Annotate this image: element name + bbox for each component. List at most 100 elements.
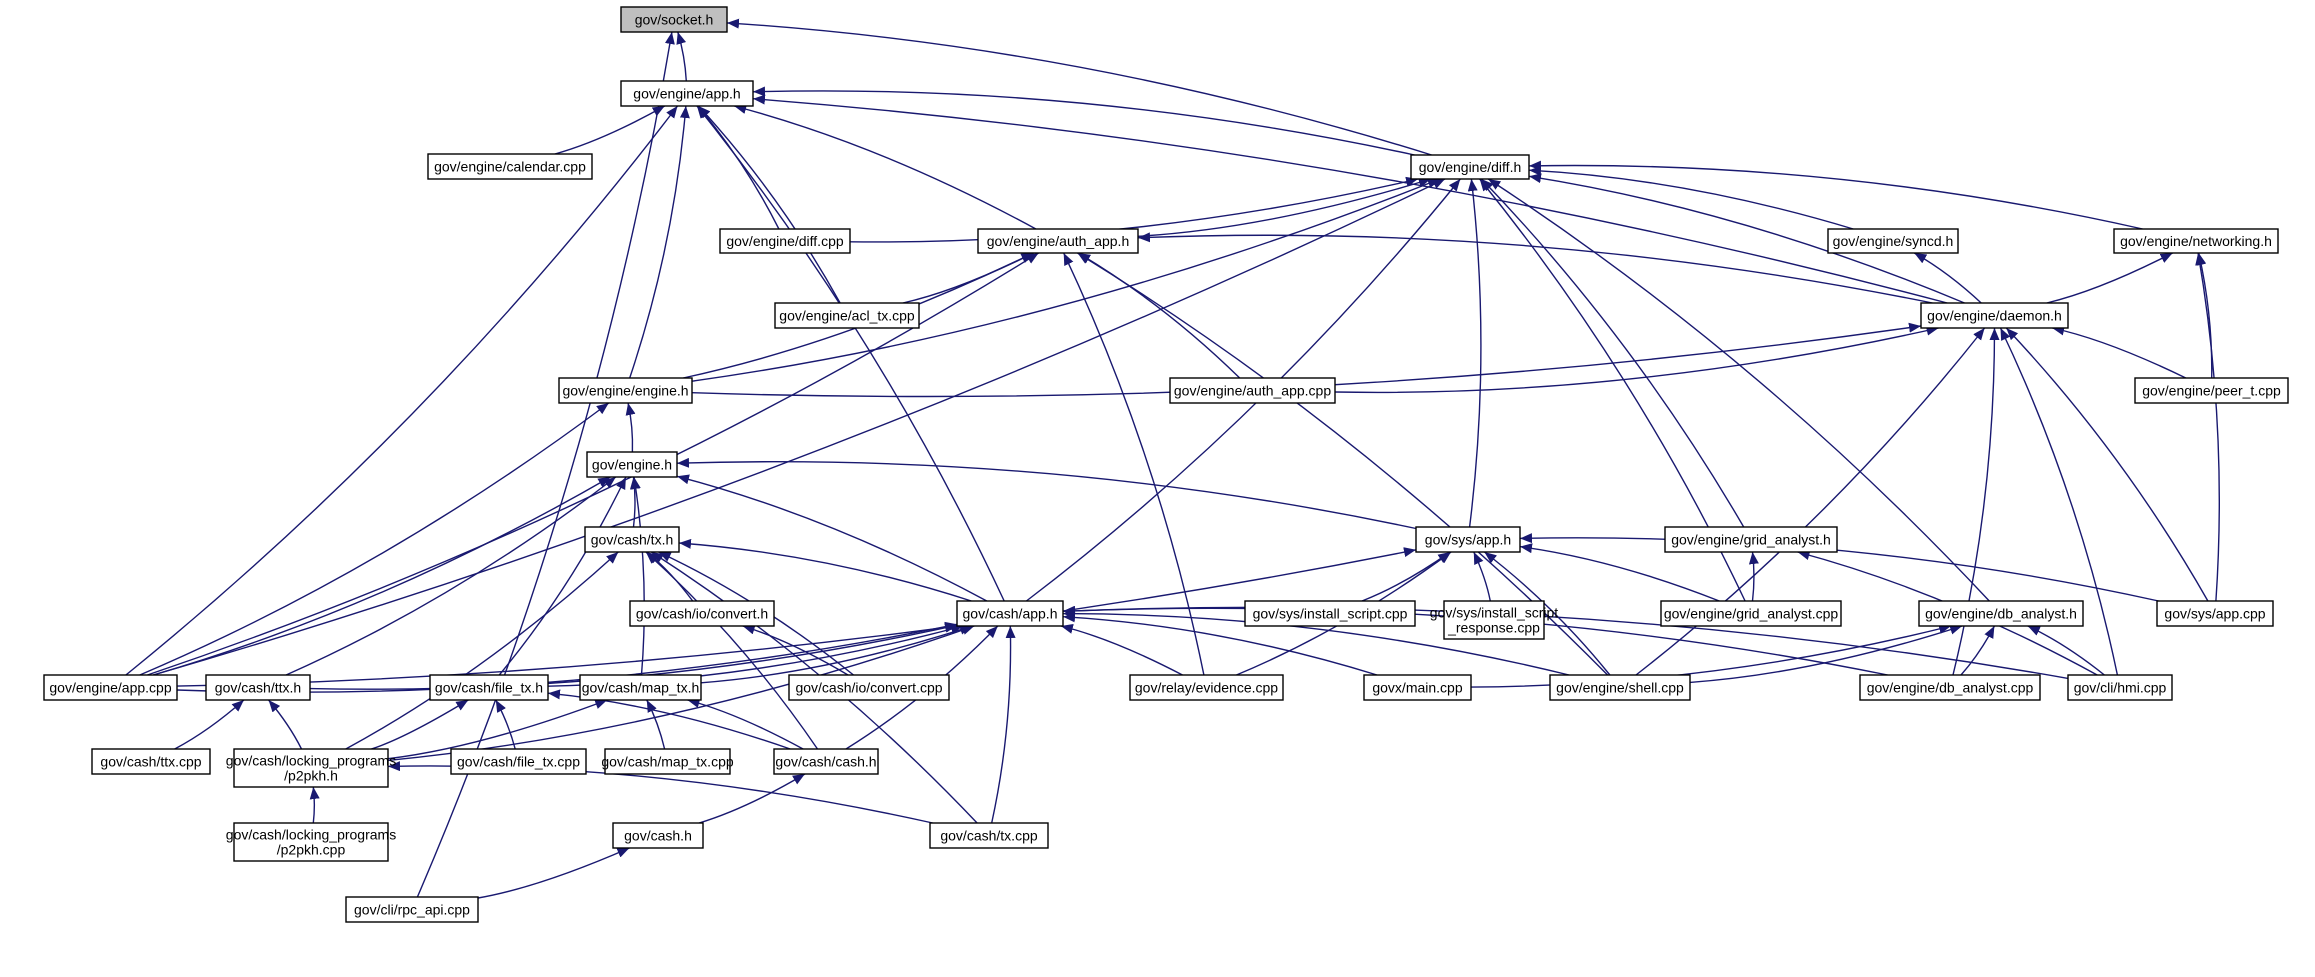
edge-cash_cash_h-to-cash_tx_h bbox=[645, 551, 819, 750]
edge-auth_app_h-to-diff_h bbox=[1137, 177, 1432, 237]
node-app_h[interactable]: gov/engine/app.h bbox=[620, 80, 754, 107]
node-label: gov/engine/app.cpp bbox=[49, 680, 171, 696]
node-engine_engine_h[interactable]: gov/engine/engine.h bbox=[558, 377, 693, 404]
edge-hmi_cpp-to-daemon_h bbox=[1999, 327, 2119, 676]
node-diff_h[interactable]: gov/engine/diff.h bbox=[1410, 154, 1530, 180]
edge-ttx_cpp-to-ttx_h bbox=[174, 699, 245, 750]
node-box bbox=[584, 526, 680, 553]
node-peer_t_cpp[interactable]: gov/engine/peer_t.cpp bbox=[2134, 377, 2289, 404]
node-box bbox=[233, 748, 389, 788]
node-networking_h[interactable]: gov/engine/networking.h bbox=[2113, 228, 2279, 254]
node-sys_app_cpp[interactable]: gov/sys/app.cpp bbox=[2156, 600, 2274, 627]
node-box bbox=[429, 674, 549, 701]
node-daemon_h[interactable]: gov/engine/daemon.h bbox=[1920, 302, 2069, 329]
edge-daemon_h-to-auth_app_h bbox=[1137, 232, 1933, 304]
node-ttx_h[interactable]: gov/cash/ttx.h bbox=[205, 674, 311, 701]
node-grid_analyst_h[interactable]: gov/engine/grid_analyst.h bbox=[1664, 526, 1838, 553]
node-label: gov/engine/grid_analyst.h bbox=[1671, 532, 1831, 548]
node-cash_tx_h[interactable]: gov/cash/tx.h bbox=[584, 526, 680, 553]
node-box bbox=[773, 748, 879, 775]
edge-engine_app_cpp-to-sys_app_h bbox=[176, 547, 1417, 687]
node-hmi_cpp[interactable]: gov/cli/hmi.cpp bbox=[2067, 674, 2173, 701]
edge-govx_main_cpp-to-cash_app_h bbox=[1062, 612, 1378, 676]
edge-diff_h-to-socket_h bbox=[726, 18, 1432, 156]
node-box bbox=[2067, 674, 2173, 701]
node-box bbox=[1920, 302, 2069, 329]
node-cash_h[interactable]: gov/cash.h bbox=[612, 822, 704, 849]
edge-auth_app_h-to-app_h bbox=[734, 104, 1037, 230]
node-syncd_h[interactable]: gov/engine/syncd.h bbox=[1827, 228, 1959, 254]
node-map_tx_cpp[interactable]: gov/cash/map_tx.cpp bbox=[601, 748, 734, 775]
node-box bbox=[43, 674, 178, 701]
node-box bbox=[1415, 526, 1521, 553]
node-map_tx_h[interactable]: gov/cash/map_tx.h bbox=[579, 674, 702, 701]
edge-rpc_api_cpp-to-cash_h bbox=[477, 847, 630, 899]
edge-map_tx_h-to-engine_h bbox=[630, 476, 645, 676]
node-install_script_cpp[interactable]: gov/sys/install_script.cpp bbox=[1244, 600, 1416, 627]
edge-cash_app_h-to-cash_tx_h bbox=[678, 538, 972, 602]
node-label: gov/engine/peer_t.cpp bbox=[2142, 383, 2281, 399]
node-cash_cash_h[interactable]: gov/cash/cash.h bbox=[773, 748, 879, 775]
node-label: gov/cash/io/convert.cpp bbox=[795, 680, 942, 696]
node-db_analyst_h[interactable]: gov/engine/db_analyst.h bbox=[1918, 600, 2084, 627]
node-evidence_cpp[interactable]: gov/relay/evidence.cpp bbox=[1129, 674, 1284, 701]
node-shell_cpp[interactable]: gov/engine/shell.cpp bbox=[1549, 674, 1691, 701]
edge-cash_cash_h-to-file_tx_h bbox=[547, 689, 791, 750]
node-box bbox=[2156, 600, 2274, 627]
node-label: govx/main.cpp bbox=[1372, 680, 1462, 696]
node-box bbox=[1410, 154, 1530, 180]
node-cash_tx_cpp[interactable]: gov/cash/tx.cpp bbox=[929, 822, 1049, 849]
node-auth_app_cpp[interactable]: gov/engine/auth_app.cpp bbox=[1169, 377, 1336, 404]
node-box bbox=[1859, 674, 2041, 701]
node-diff_cpp[interactable]: gov/engine/diff.cpp bbox=[719, 228, 851, 254]
node-socket_h[interactable]: gov/socket.h bbox=[620, 6, 728, 33]
node-box bbox=[612, 822, 704, 849]
node-engine_app_cpp[interactable]: gov/engine/app.cpp bbox=[43, 674, 178, 701]
node-p2pkh_cpp[interactable]: gov/cash/locking_programs/p2pkh.cpp bbox=[226, 822, 396, 862]
node-grid_analyst_cpp[interactable]: gov/engine/grid_analyst.cpp bbox=[1660, 600, 1842, 627]
node-p2pkh_h[interactable]: gov/cash/locking_programs/p2pkh.h bbox=[226, 748, 396, 788]
node-label: gov/cash/ttx.h bbox=[215, 680, 301, 696]
edge-p2pkh_h-to-map_tx_h bbox=[387, 699, 608, 760]
edge-engine_app_cpp-to-app_h bbox=[125, 105, 679, 676]
node-calendar_cpp[interactable]: gov/engine/calendar.cpp bbox=[427, 153, 593, 180]
node-db_analyst_cpp[interactable]: gov/engine/db_analyst.cpp bbox=[1859, 674, 2041, 701]
node-label: /p2pkh.h bbox=[284, 768, 338, 784]
node-ttx_cpp[interactable]: gov/cash/ttx.cpp bbox=[91, 748, 211, 775]
edge-daemon_h-to-app_h bbox=[752, 94, 1948, 304]
node-box bbox=[1664, 526, 1838, 553]
edge-sys_app_h-to-diff_h bbox=[1467, 178, 1482, 528]
node-box bbox=[1549, 674, 1691, 701]
node-label: gov/cli/hmi.cpp bbox=[2074, 680, 2167, 696]
node-install_script_response_cpp[interactable]: gov/sys/install_script_response.cpp bbox=[1430, 600, 1558, 640]
edge-engine_app_cpp-to-diff_h bbox=[153, 178, 1446, 676]
node-auth_app_h[interactable]: gov/engine/auth_app.h bbox=[977, 228, 1139, 254]
node-sys_app_h[interactable]: gov/sys/app.h bbox=[1415, 526, 1521, 553]
node-rpc_api_cpp[interactable]: gov/cli/rpc_api.cpp bbox=[345, 896, 479, 923]
node-box bbox=[1363, 674, 1472, 701]
node-label: gov/engine/shell.cpp bbox=[1556, 680, 1684, 696]
node-label: gov/cli/rpc_api.cpp bbox=[354, 902, 470, 918]
node-label: gov/engine/db_analyst.h bbox=[1925, 606, 2077, 622]
node-convert_h[interactable]: gov/cash/io/convert.h bbox=[629, 600, 775, 627]
node-file_tx_cpp[interactable]: gov/cash/file_tx.cpp bbox=[450, 748, 587, 775]
edge-engine_app_cpp-to-engine_engine_h bbox=[139, 402, 610, 676]
node-box bbox=[774, 302, 920, 329]
node-box bbox=[2134, 377, 2289, 404]
node-engine_h[interactable]: gov/engine.h bbox=[586, 451, 678, 478]
node-box bbox=[719, 228, 851, 254]
node-govx_main_cpp[interactable]: govx/main.cpp bbox=[1363, 674, 1472, 701]
node-cash_app_h[interactable]: gov/cash/app.h bbox=[956, 600, 1064, 627]
node-box bbox=[956, 600, 1064, 627]
edge-evidence_cpp-to-auth_app_h bbox=[1063, 252, 1205, 676]
node-file_tx_h[interactable]: gov/cash/file_tx.h bbox=[429, 674, 549, 701]
edge-acl_tx_cpp-to-app_h bbox=[697, 105, 841, 304]
edge-p2pkh_h-to-cash_tx_h bbox=[345, 551, 619, 750]
edge-shell_cpp-to-sys_app_h bbox=[1483, 551, 1611, 676]
edge-diff_h-to-app_h bbox=[752, 86, 1415, 156]
nodes: gov/socket.h gov/engine/app.h gov/engine/c… bbox=[43, 6, 2289, 923]
node-convert_cpp[interactable]: gov/cash/io/convert.cpp bbox=[788, 674, 950, 701]
node-acl_tx_cpp[interactable]: gov/engine/acl_tx.cpp bbox=[774, 302, 920, 329]
node-box bbox=[450, 748, 587, 775]
